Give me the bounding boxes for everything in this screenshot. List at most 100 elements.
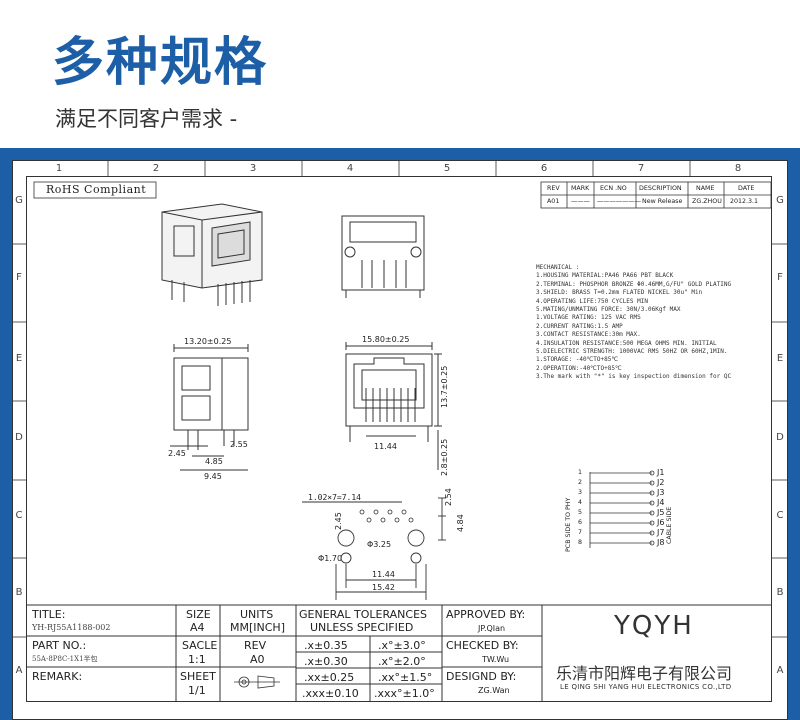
spec-line: 2.TERMINAL: PHOSPHOR BRONZE Φ0.46MM,G/FU… <box>536 280 732 288</box>
col-number: 3 <box>249 163 257 174</box>
dim-side-255: 2.55 <box>230 440 248 449</box>
spec-line: 3.The mark with "*" is key inspection di… <box>536 373 732 381</box>
dim-side-945: 9.45 <box>204 472 222 481</box>
pin-label: J5 <box>657 508 665 517</box>
tolerance-label: GENERAL TOLERANCES <box>299 608 428 621</box>
dim-pcb-245: 2.45 <box>334 512 343 530</box>
schematic-number: 7 <box>578 529 583 536</box>
dim-pcb-484: 4.84 <box>456 514 465 532</box>
pcb-side-note: PCB SIDE TO PHY <box>565 497 572 552</box>
part-value: 55A-8P8C-1X1半包 <box>32 655 98 663</box>
spec-line: 2.CURRENT RATING:1.5 AMP <box>536 322 623 330</box>
spec-line: 2.OPERATION:-40℃TO+85℃ <box>536 364 622 372</box>
rev-cell: ZG.ZHOU <box>692 198 722 205</box>
revision-table-grid <box>540 181 772 209</box>
col-number: 1 <box>55 163 63 174</box>
drawing-lines <box>12 160 788 720</box>
spec-line: 3.CONTACT RESISTANCE:30m MAX. <box>536 331 641 339</box>
page-title: 多种规格 <box>52 33 269 93</box>
projection-symbol <box>234 675 280 689</box>
col-number: 2 <box>152 163 160 174</box>
row-letter: B <box>776 587 784 598</box>
col-number: 4 <box>346 163 354 174</box>
rev-header: NAME <box>696 185 715 192</box>
designed-label: DESIGND BY: <box>446 670 517 683</box>
units-label: UNITS <box>240 608 274 621</box>
rev-header: DATE <box>738 185 755 192</box>
row-letter: F <box>16 272 22 283</box>
pin-label: J1 <box>657 468 665 477</box>
rev-header: DESCRIPTION <box>639 185 682 192</box>
remark-label: REMARK: <box>32 670 83 683</box>
tolerance-angular: .x°±2.0° <box>378 655 426 668</box>
pin-label: J2 <box>657 478 665 487</box>
rev-cell: ——————— <box>597 198 642 205</box>
rev-cell: New Release <box>642 198 683 205</box>
col-number: 5 <box>443 163 451 174</box>
tolerance-linear: .x±0.30 <box>304 655 348 668</box>
dim-front-height: 13.7±0.25 <box>440 365 449 408</box>
rev-cell: 2012.3.1 <box>730 198 759 205</box>
tolerance-angular: .xx°±1.5° <box>378 671 433 684</box>
pin-label: J6 <box>657 518 665 527</box>
page-subtitle: 满足不同客户需求 - <box>55 107 238 131</box>
dim-front-28: 2.8±0.25 <box>440 438 449 476</box>
rev-header: MARK <box>571 185 590 192</box>
spec-line: 5.MATING/UNMATING FORCE: 30N/3.06Kgf MAX <box>536 306 681 314</box>
front-top-view <box>341 215 425 298</box>
size-value: A4 <box>190 621 205 634</box>
rev-label: REV <box>244 639 267 652</box>
dim-pcb-254: 2.54 <box>444 488 453 506</box>
scale-value: 1:1 <box>188 653 206 666</box>
company-name-cn: 乐清市阳辉电子有限公司 <box>556 664 733 683</box>
row-letter: G <box>776 195 784 206</box>
schematic-number: 2 <box>578 479 583 486</box>
row-letter: B <box>15 587 23 598</box>
row-letter: A <box>776 665 784 676</box>
units-value: MM[INCH] <box>230 621 285 634</box>
approved-value: JP.QIan <box>478 624 506 633</box>
rev-value: A0 <box>250 653 265 666</box>
company-logo: YQYH <box>614 611 694 641</box>
rev-cell: ——— <box>571 198 590 205</box>
pin-label: J4 <box>657 498 665 507</box>
row-letter: F <box>777 272 783 283</box>
part-label: PART NO.: <box>32 639 87 652</box>
schematic-number: 5 <box>578 509 583 516</box>
size-label: SIZE <box>186 608 211 621</box>
front-view <box>345 342 442 470</box>
tolerance-linear: .xx±0.25 <box>304 671 355 684</box>
dim-pcb-hole-small: Φ1.70 <box>318 554 343 563</box>
row-letter: E <box>776 353 784 364</box>
schematic-number: 3 <box>578 489 583 496</box>
pin-label: J7 <box>657 528 665 537</box>
schematic <box>589 470 655 548</box>
spec-line: 5.DIELECTRIC STRENGTH: 1000VAC RMS 50HZ … <box>536 348 728 356</box>
tolerance-angular: .xxx°±1.0° <box>374 687 435 700</box>
dim-pcb-pitch: 1.02×7=7.14 <box>308 493 361 502</box>
drawing-frame: 1 2 3 4 5 6 7 8 G F E D C B A G F E D C … <box>0 148 800 720</box>
schematic-number: 4 <box>578 499 583 506</box>
pcb-layout <box>302 497 446 600</box>
dim-pcb-hole-large: Φ3.25 <box>367 540 392 549</box>
side-view <box>170 344 249 471</box>
pin-label: J3 <box>657 488 665 497</box>
dim-side-245: 2.45 <box>168 449 186 458</box>
col-number: 8 <box>734 163 742 174</box>
dim-front-width: 15.80±0.25 <box>362 335 410 344</box>
pin-label: J8 <box>657 538 665 547</box>
row-letter: A <box>15 665 23 676</box>
dim-pcb-1144: 11.44 <box>372 570 395 579</box>
schematic-number: 6 <box>578 519 583 526</box>
dim-front-1144: 11.44 <box>374 442 397 451</box>
dim-pcb-1542: 15.42 <box>372 583 395 592</box>
spec-line: 4.INSULATION RESISTANCE:500 MEGA OHMS MI… <box>536 339 717 347</box>
rev-header: ECN .NO <box>600 185 627 192</box>
drawing-sheet: 1 2 3 4 5 6 7 8 G F E D C B A G F E D C … <box>12 160 788 720</box>
title-value: YH-RJ55A1188-002 <box>32 623 111 632</box>
col-number: 7 <box>637 163 645 174</box>
schematic-number: 1 <box>578 469 583 476</box>
dim-side-width: 13.20±0.25 <box>184 337 232 346</box>
spec-line: MECHANICAL : <box>536 264 580 271</box>
schematic-number: 8 <box>578 539 583 546</box>
